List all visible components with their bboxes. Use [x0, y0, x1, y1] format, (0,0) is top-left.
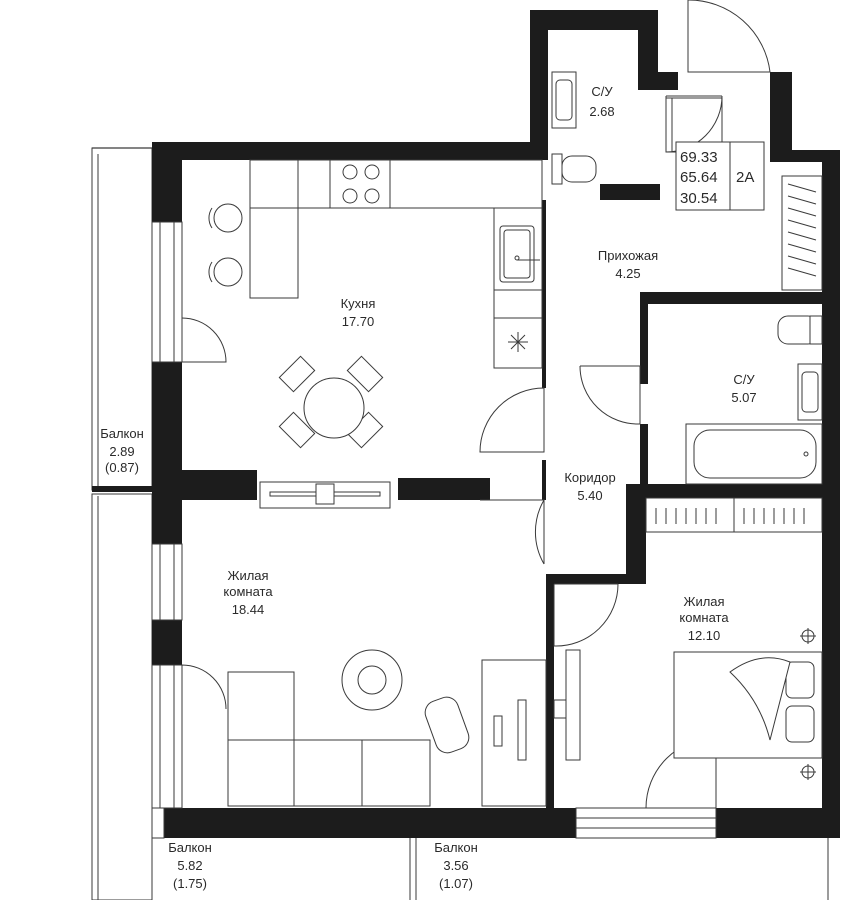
balcony-bottom-right-area: 3.56 [443, 858, 468, 873]
living-area-value: 30.54 [680, 190, 718, 207]
room-labels: С/У 2.68 Прихожая 4.25 Кухня 17.70 С/У 5… [100, 84, 756, 891]
bath-large-name: С/У [733, 372, 755, 387]
windows [151, 97, 723, 839]
area-no-balcony-value: 65.64 [680, 169, 718, 186]
balcony-bottom-right-name: Балкон [434, 840, 478, 855]
living-furniture [227, 481, 547, 807]
apartment-info-box: 69.33 65.64 30.54 2А [675, 141, 765, 211]
total-area-value: 69.33 [680, 149, 718, 166]
bar-stools [208, 203, 243, 287]
bath-small-area: 2.68 [589, 104, 614, 119]
balcony-left-reduced: (0.87) [105, 460, 139, 475]
balcony-left-area: 2.89 [109, 444, 134, 459]
extractor-icon [508, 332, 528, 352]
stove-icon [342, 164, 380, 204]
bedroom-furniture [553, 497, 823, 780]
corridor-area: 5.40 [577, 488, 602, 503]
living-main-name-1: Жилая [227, 568, 268, 583]
living-small-area: 12.10 [688, 628, 721, 643]
kitchen-area: 17.70 [342, 314, 375, 329]
wardrobe-hangers [655, 508, 805, 524]
corridor-name: Коридор [564, 470, 615, 485]
apartment-type-label: 2А [736, 169, 754, 186]
living-main-name-2: комната [223, 584, 273, 599]
hallway-furniture [781, 175, 823, 291]
bath-small-name: С/У [591, 84, 613, 99]
balcony-bottom-left-name: Балкон [168, 840, 212, 855]
balcony-left-name: Балкон [100, 426, 144, 441]
hallway-name: Прихожая [598, 248, 658, 263]
living-small-name-2: комната [679, 610, 729, 625]
kitchen-sink-icon [499, 225, 540, 283]
walls [152, 10, 840, 838]
dining-table [278, 355, 384, 449]
bath-large-area: 5.07 [731, 390, 756, 405]
kitchen-furniture [208, 159, 543, 449]
living-main-area: 18.44 [232, 602, 265, 617]
balcony-bottom-left-reduced: (1.75) [173, 876, 207, 891]
balcony-bottom-right-reduced: (1.07) [439, 876, 473, 891]
hallway-hangers [787, 183, 817, 277]
bathroom-fixtures [551, 71, 823, 485]
balcony-bottom-left-area: 5.82 [177, 858, 202, 873]
kitchen-name: Кухня [341, 296, 376, 311]
hallway-area: 4.25 [615, 266, 640, 281]
living-small-name-1: Жилая [683, 594, 724, 609]
